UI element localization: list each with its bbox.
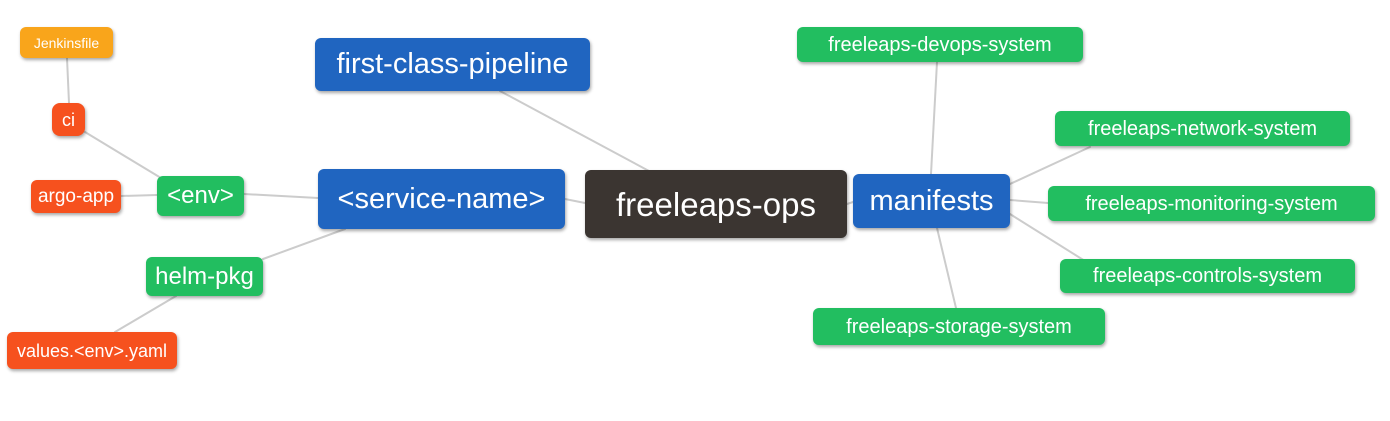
node-helm-pkg[interactable]: helm-pkg (146, 257, 263, 296)
node-freeleaps-devops-system[interactable]: freeleaps-devops-system (797, 27, 1083, 62)
node-freeleaps-monitoring-system[interactable]: freeleaps-monitoring-system (1048, 186, 1375, 221)
node-env[interactable]: <env> (157, 176, 244, 216)
edge-argo-app-env (120, 194, 158, 197)
node-manifests[interactable]: manifests (853, 174, 1010, 228)
node-freeleaps-controls-system[interactable]: freeleaps-controls-system (1060, 259, 1355, 293)
edge-manifests-freeleaps-storage-system (936, 227, 957, 309)
node-freeleaps-ops[interactable]: freeleaps-ops (585, 170, 847, 238)
node-values-env-yaml[interactable]: values.<env>.yaml (7, 332, 177, 369)
node-freeleaps-network-system[interactable]: freeleaps-network-system (1055, 111, 1350, 146)
edge-jenkinsfile-ci (66, 57, 70, 104)
edge-first-class-pipeline-freeleaps-ops (499, 90, 650, 172)
node-jenkinsfile[interactable]: Jenkinsfile (20, 27, 113, 58)
node-argo-app[interactable]: argo-app (31, 180, 121, 213)
edge-manifests-freeleaps-controls-system (1009, 213, 1086, 262)
edge-helm-pkg-service-name (262, 228, 346, 260)
node-ci[interactable]: ci (52, 103, 85, 136)
node-freeleaps-storage-system[interactable]: freeleaps-storage-system (813, 308, 1105, 345)
edge-ci-env (84, 131, 162, 179)
edge-manifests-freeleaps-monitoring-system (1009, 199, 1049, 204)
edge-manifests-freeleaps-network-system (1009, 146, 1091, 185)
edge-manifests-freeleaps-devops-system (930, 61, 938, 175)
edge-service-name-freeleaps-ops (564, 198, 586, 204)
node-service-name[interactable]: <service-name> (318, 169, 565, 229)
edge-env-service-name (243, 193, 319, 199)
edge-values-env-yaml-helm-pkg (114, 295, 177, 333)
node-first-class-pipeline[interactable]: first-class-pipeline (315, 38, 590, 91)
